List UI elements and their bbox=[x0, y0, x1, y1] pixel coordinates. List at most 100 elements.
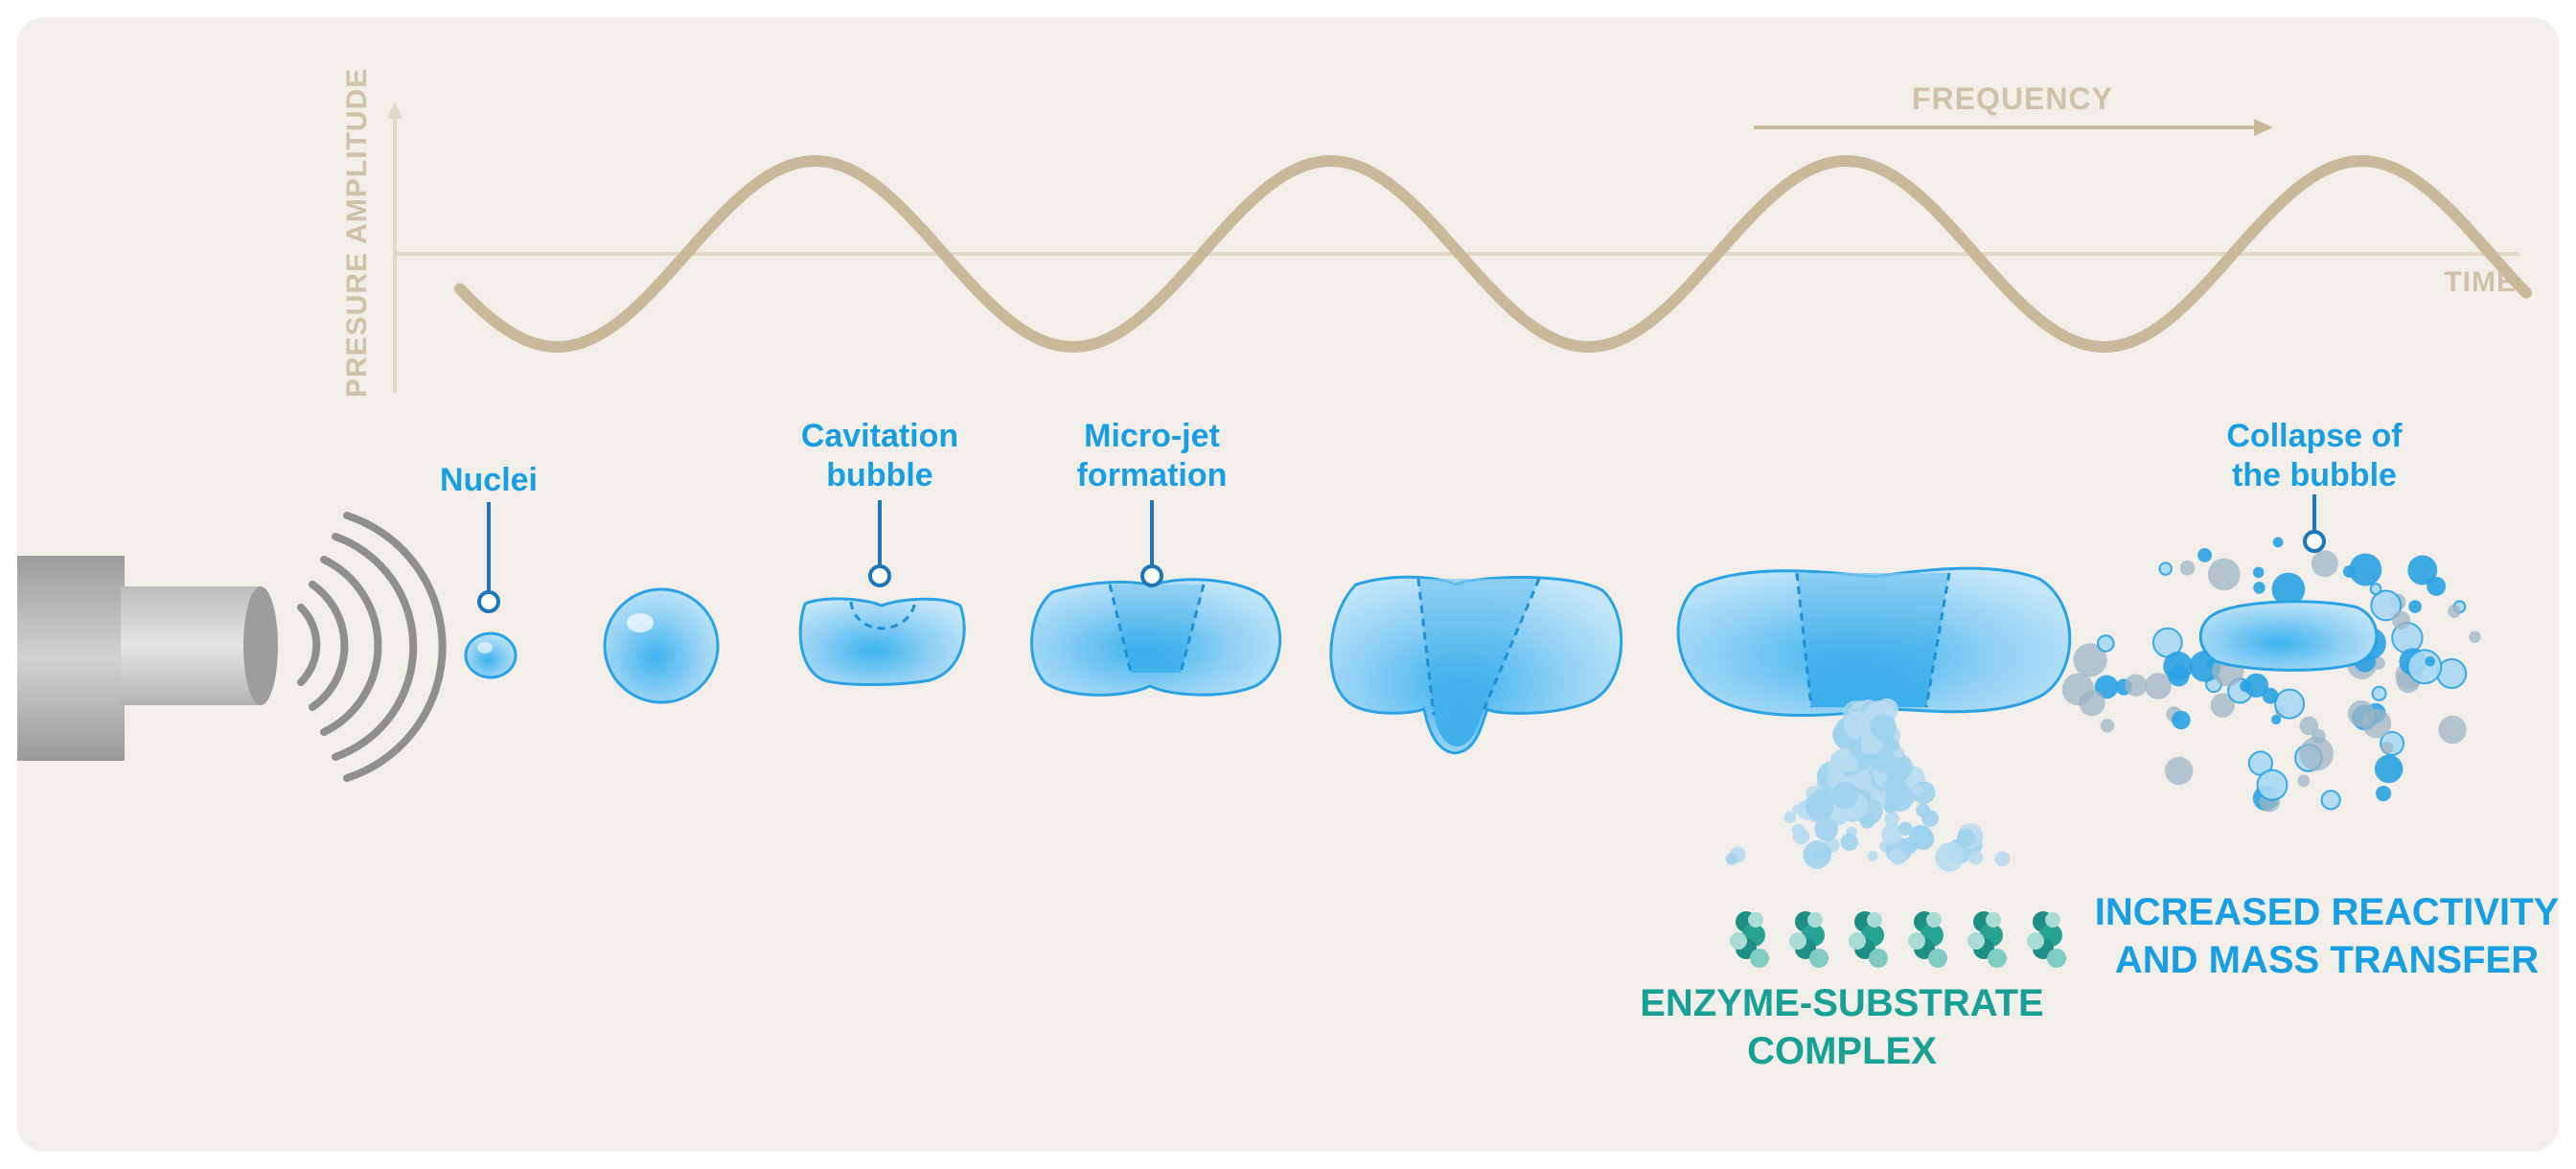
collapse-particle bbox=[2270, 714, 2282, 725]
collapse-particle bbox=[2172, 710, 2191, 730]
collapse-particle bbox=[2448, 605, 2461, 618]
enzyme-molecule-part bbox=[1986, 912, 2001, 928]
enzyme-molecule-part bbox=[1988, 949, 2007, 968]
collapse-particle bbox=[2274, 688, 2306, 720]
jet-spray-particles bbox=[1725, 698, 2011, 872]
enzyme-molecule-part bbox=[1867, 912, 1882, 928]
enzyme-label-line1: ENZYME-SUBSTRATE bbox=[1640, 982, 2043, 1024]
spray-particle bbox=[1806, 791, 1835, 821]
spray-particle bbox=[1860, 814, 1875, 829]
spray-particle bbox=[1831, 781, 1858, 809]
collapse-particle bbox=[2469, 630, 2481, 643]
enzyme-molecule-part bbox=[1869, 949, 1888, 968]
spray-particle bbox=[1921, 810, 1939, 827]
collapse-particle bbox=[2369, 583, 2382, 596]
spray-particle bbox=[1885, 738, 1900, 754]
enzyme-molecule-part bbox=[1809, 949, 1828, 968]
enzyme-molecule-part bbox=[1730, 932, 1747, 950]
collapse-particle bbox=[2361, 708, 2392, 739]
enzyme-substrate-molecules bbox=[1730, 911, 2066, 968]
spray-particle bbox=[1840, 833, 1859, 851]
sound-wave-arc bbox=[320, 556, 382, 736]
microjet-label-line2: formation bbox=[1077, 457, 1228, 493]
enzyme-molecule-part bbox=[1807, 912, 1823, 928]
collapse-particle bbox=[2320, 790, 2341, 811]
enzyme-molecule-part bbox=[1789, 932, 1806, 950]
reactivity-label-line2: AND MASS TRANSFER bbox=[2115, 939, 2539, 981]
collapse-particle bbox=[2297, 774, 2311, 788]
collapse-particle bbox=[2125, 674, 2148, 697]
collapse-particle bbox=[2271, 572, 2306, 607]
microjet-label-line1: Micro-jet bbox=[1084, 418, 1220, 454]
enzyme-molecule-part bbox=[1908, 932, 1925, 950]
collapse-particle bbox=[2252, 566, 2265, 579]
frequency-label: FREQUENCY bbox=[1912, 81, 2113, 116]
pressure-wave bbox=[454, 154, 2532, 354]
sound-wave-arc bbox=[343, 512, 447, 782]
collapse-particle bbox=[2079, 690, 2105, 717]
spray-particle bbox=[1885, 757, 1911, 783]
enzyme-molecule-part bbox=[1967, 932, 1985, 950]
cavitation-pointer-dot bbox=[868, 564, 891, 587]
collapse-particle bbox=[2197, 548, 2213, 562]
sound-wave-arc bbox=[309, 581, 349, 711]
spray-particle bbox=[1884, 783, 1914, 813]
collapse-particle bbox=[2372, 656, 2385, 670]
spray-particle bbox=[1994, 851, 2011, 867]
transducer-body bbox=[17, 556, 125, 761]
spray-particle bbox=[1889, 848, 1907, 865]
collapse-particle bbox=[2073, 643, 2107, 677]
collapse-particle bbox=[2408, 600, 2422, 613]
spray-particle bbox=[1910, 784, 1922, 796]
collapse-particle bbox=[2311, 550, 2338, 578]
microjet-bubble bbox=[1030, 578, 1282, 697]
collapse-particle bbox=[2299, 716, 2319, 736]
collapse-particle bbox=[2425, 656, 2435, 667]
enzyme-molecule-part bbox=[2047, 949, 2066, 968]
collapse-particle bbox=[2207, 558, 2241, 591]
collapse-particle bbox=[2168, 665, 2190, 687]
spray-particle bbox=[1792, 804, 1803, 814]
sound-wave-arc bbox=[297, 604, 321, 686]
collapse-particle bbox=[2391, 610, 2411, 630]
spray-particle bbox=[1898, 821, 1913, 836]
spray-particle bbox=[1829, 748, 1854, 774]
spray-particle bbox=[1957, 829, 1975, 847]
spray-particle bbox=[1814, 817, 1838, 841]
spray-particle bbox=[1935, 842, 1965, 872]
collapse-particle bbox=[2145, 673, 2172, 699]
spray-particle bbox=[1894, 748, 1904, 760]
enzyme-molecule-part bbox=[1926, 912, 1942, 928]
enzyme-molecule-part bbox=[1748, 912, 1763, 928]
transducer-neck bbox=[121, 586, 260, 705]
collapse-label-line1: Collapse of bbox=[2226, 418, 2403, 454]
growing-bubble bbox=[603, 587, 720, 704]
collapse-pointer-dot bbox=[2303, 530, 2326, 553]
collapse-particle bbox=[2371, 685, 2387, 701]
collapse-label-line2: the bubble bbox=[2232, 457, 2397, 493]
y-axis-label: PRESURE AMPLITUDE bbox=[341, 68, 373, 398]
spray-particle bbox=[1792, 828, 1810, 845]
spray-particle bbox=[1884, 811, 1900, 827]
enzyme-molecule-part bbox=[2045, 912, 2060, 928]
collapse-particle bbox=[2210, 693, 2235, 718]
enzyme-label-line2: COMPLEX bbox=[1747, 1030, 1937, 1072]
sound-waves bbox=[297, 512, 447, 782]
collapse-particle bbox=[2256, 768, 2288, 801]
collapse-particle bbox=[2179, 560, 2196, 576]
nuclei-pointer-dot bbox=[477, 590, 500, 613]
spray-particle bbox=[1867, 851, 1878, 861]
spray-particle bbox=[1725, 853, 1737, 865]
ultrasound-transducer bbox=[17, 556, 278, 761]
collapse-particle bbox=[2272, 537, 2284, 548]
collapse-particle bbox=[2097, 634, 2115, 653]
collapse-particle bbox=[2438, 715, 2467, 745]
enzyme-molecule-part bbox=[1928, 949, 1947, 968]
nuclei-bubble bbox=[464, 631, 518, 679]
reactivity-label-line1: INCREASED REACTIVITY bbox=[2095, 891, 2560, 933]
collapse-particle bbox=[2406, 649, 2443, 685]
collapse-particle bbox=[2380, 742, 2394, 754]
spray-particle bbox=[1803, 840, 1831, 869]
